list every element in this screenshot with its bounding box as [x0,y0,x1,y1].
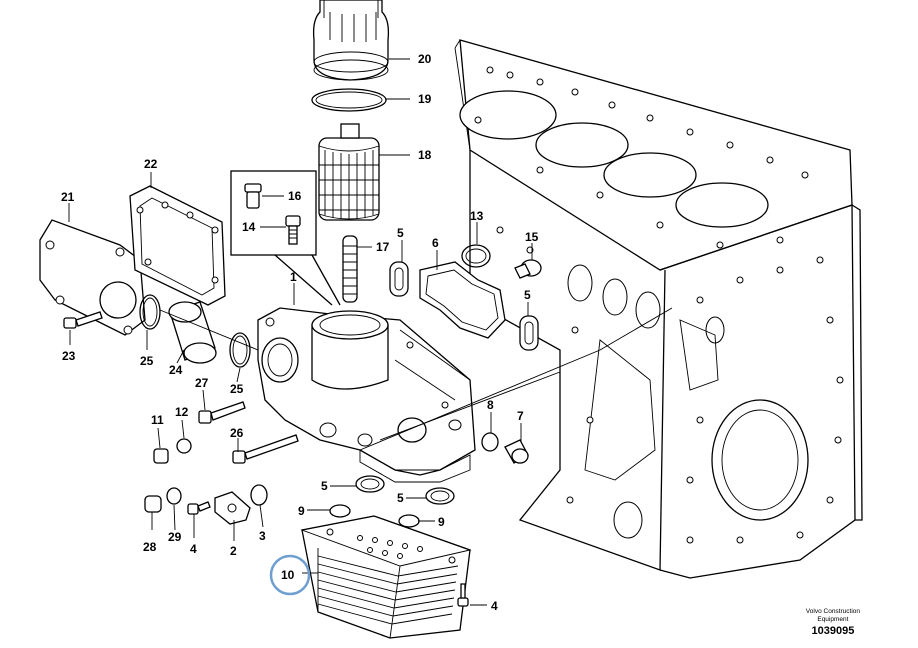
spring-pin-17 [342,235,358,303]
bolt-4a [187,501,211,515]
callout-25b: 25 [230,382,244,396]
callout-4b: 4 [491,599,498,613]
callout-5b: 5 [524,288,531,302]
plug-11 [153,448,169,464]
callout-29: 29 [168,530,182,544]
brand-line-2: Equipment [817,616,849,623]
plug-28 [144,495,162,513]
callout-6: 6 [432,236,439,250]
seal-5c [355,475,385,493]
gasket-3 [250,484,268,506]
callout-21: 21 [61,190,75,204]
bolt-23 [63,311,103,329]
callout-5a: 5 [397,226,404,240]
callout-27: 27 [195,376,209,390]
callout-3: 3 [259,529,266,543]
oil-filter-housing-1 [257,307,476,483]
callout-15: 15 [525,230,539,244]
o-ring-19 [311,88,387,112]
callout-labels: 20 19 18 17 16 14 1 21 22 23 25 24 25 27… [61,52,539,613]
callout-14: 14 [242,220,256,234]
cover-plate-2 [214,491,251,525]
callout-28: 28 [143,540,157,554]
callout-5d: 5 [397,491,404,505]
callout-9a: 9 [298,504,305,518]
oil-cooler-10 [300,515,472,639]
oil-filter-cap-20 [312,0,390,81]
gasket-6 [419,261,506,339]
callout-23: 23 [62,349,76,363]
o-ring-25b [229,332,251,368]
gasket-22 [129,185,226,306]
callout-1: 1 [290,270,297,284]
sleeve-24 [168,301,217,364]
engine-block [454,39,863,579]
seal-5b [519,315,539,351]
callout-8: 8 [487,398,494,412]
bolt-26 [232,434,299,464]
seal-5d [425,487,455,505]
callout-16: 16 [288,189,302,203]
seal-12 [176,438,192,454]
o-ring-13 [461,244,491,268]
callout-19: 19 [418,92,432,106]
callout-11: 11 [151,413,164,427]
seal-8 [481,432,499,452]
document-footer: Volvo Construction Equipment 1039095 [806,608,860,637]
plug-7 [504,439,529,464]
callout-18: 18 [418,148,432,162]
callout-17: 17 [376,240,390,254]
seal-29 [166,487,182,505]
callout-5c: 5 [321,479,328,493]
callout-22: 22 [144,157,158,171]
callout-4a: 4 [190,542,197,556]
callout-2: 2 [230,544,237,558]
o-ring-9a [329,504,351,518]
bolt-27 [198,401,246,424]
highlight-circle-10 [269,554,311,596]
filter-element-18 [318,123,380,221]
document-number: 1039095 [811,625,855,637]
callout-20: 20 [418,52,432,66]
brand-line-1: Volvo Construction [805,608,860,615]
o-ring-25a [139,294,161,330]
callout-24: 24 [169,363,183,377]
o-ring-9b [398,514,420,528]
callout-9b: 9 [438,515,445,529]
plug-15 [514,259,542,279]
callout-7: 7 [517,409,524,423]
callout-26: 26 [230,426,244,440]
bolt-4b [457,583,469,607]
cover-21 [39,219,146,336]
callout-10: 10 [281,568,295,582]
leader-lines [68,58,673,606]
callout-12: 12 [175,405,189,419]
callout-13: 13 [470,209,484,223]
detail-inset-box [230,170,341,306]
seal-5a [389,261,409,297]
callout-25a: 25 [140,354,154,368]
